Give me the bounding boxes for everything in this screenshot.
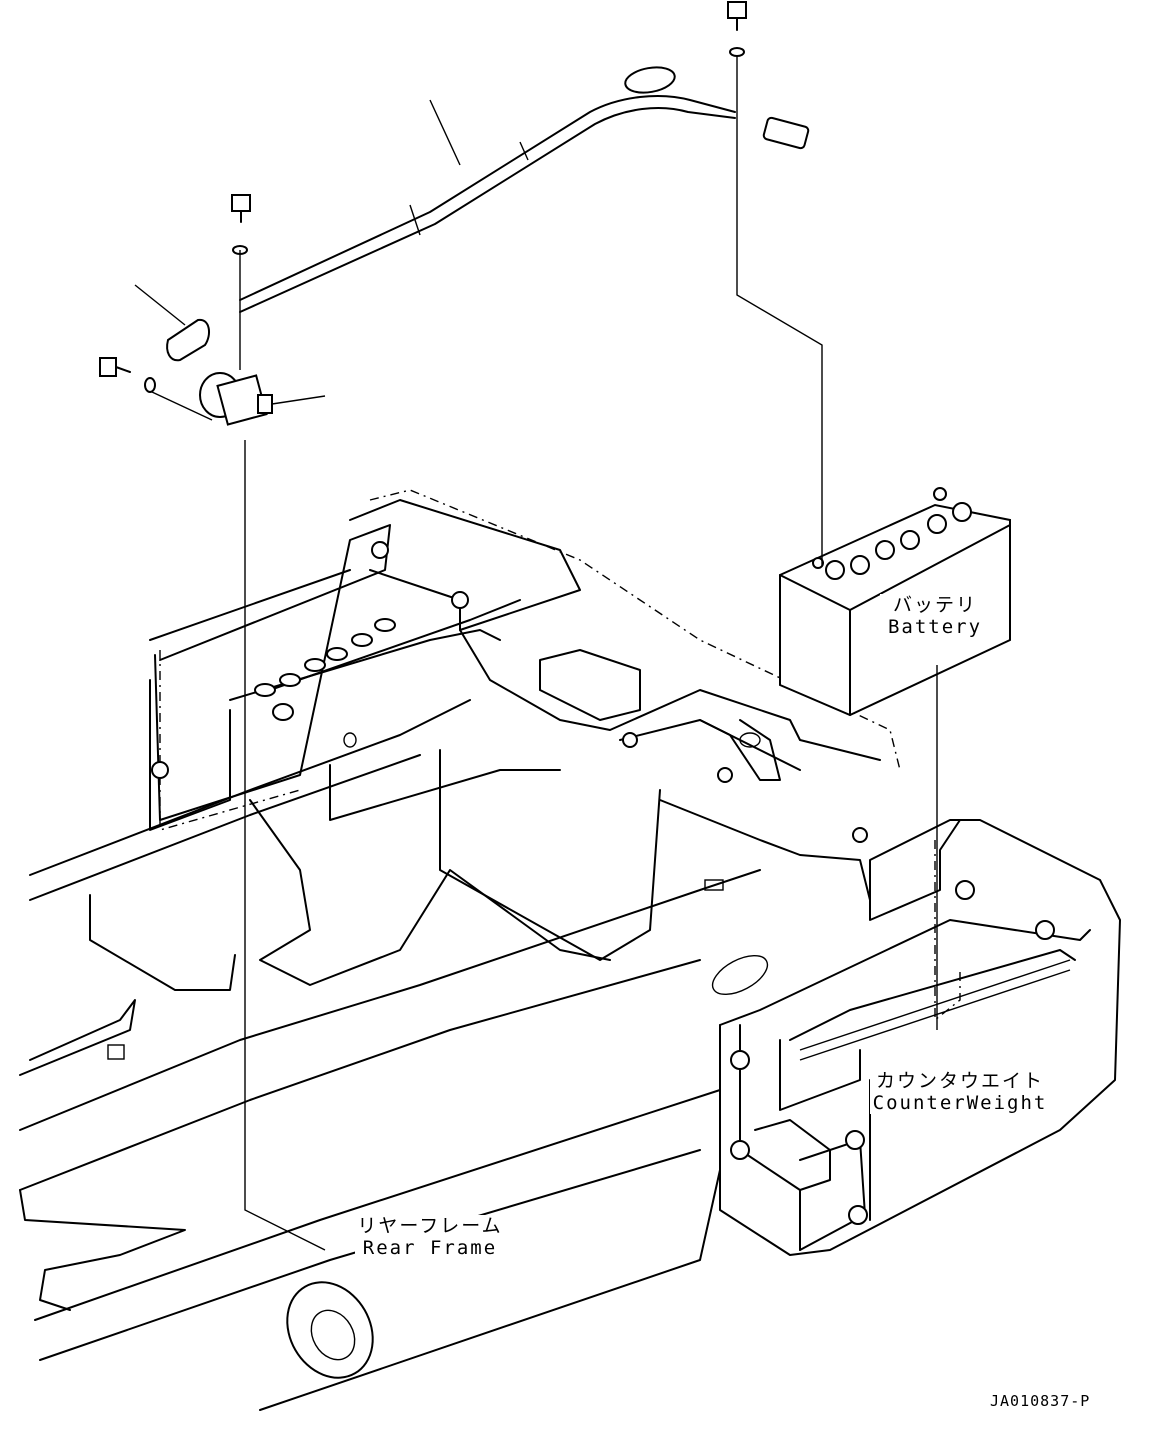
frame-battery-posts [254,618,396,721]
rear-frame [19,489,901,1411]
assembly-leaders [239,55,938,1251]
drawing-code: JA010837-P [990,1392,1091,1410]
battery-cable [239,66,810,313]
rear-frame-label-jp: リヤーフレーム [357,1215,503,1237]
battery-label-jp: バッテリ [892,594,977,616]
rear-frame-label-en: Rear Frame [362,1237,498,1259]
battery-relay [151,372,326,426]
counterweight-label-en: CounterWeight [872,1092,1048,1114]
counterweight-label-jp: カウンタウエイト [875,1070,1044,1092]
rear-frame-label: リヤーフレーム Rear Frame [355,1215,505,1259]
battery-label: バッテリ Battery [880,594,990,638]
terminal-cap [134,284,211,362]
battery-label-en: Battery [887,616,983,638]
counterweight-label: カウンタウエイト CounterWeight [870,1070,1050,1114]
